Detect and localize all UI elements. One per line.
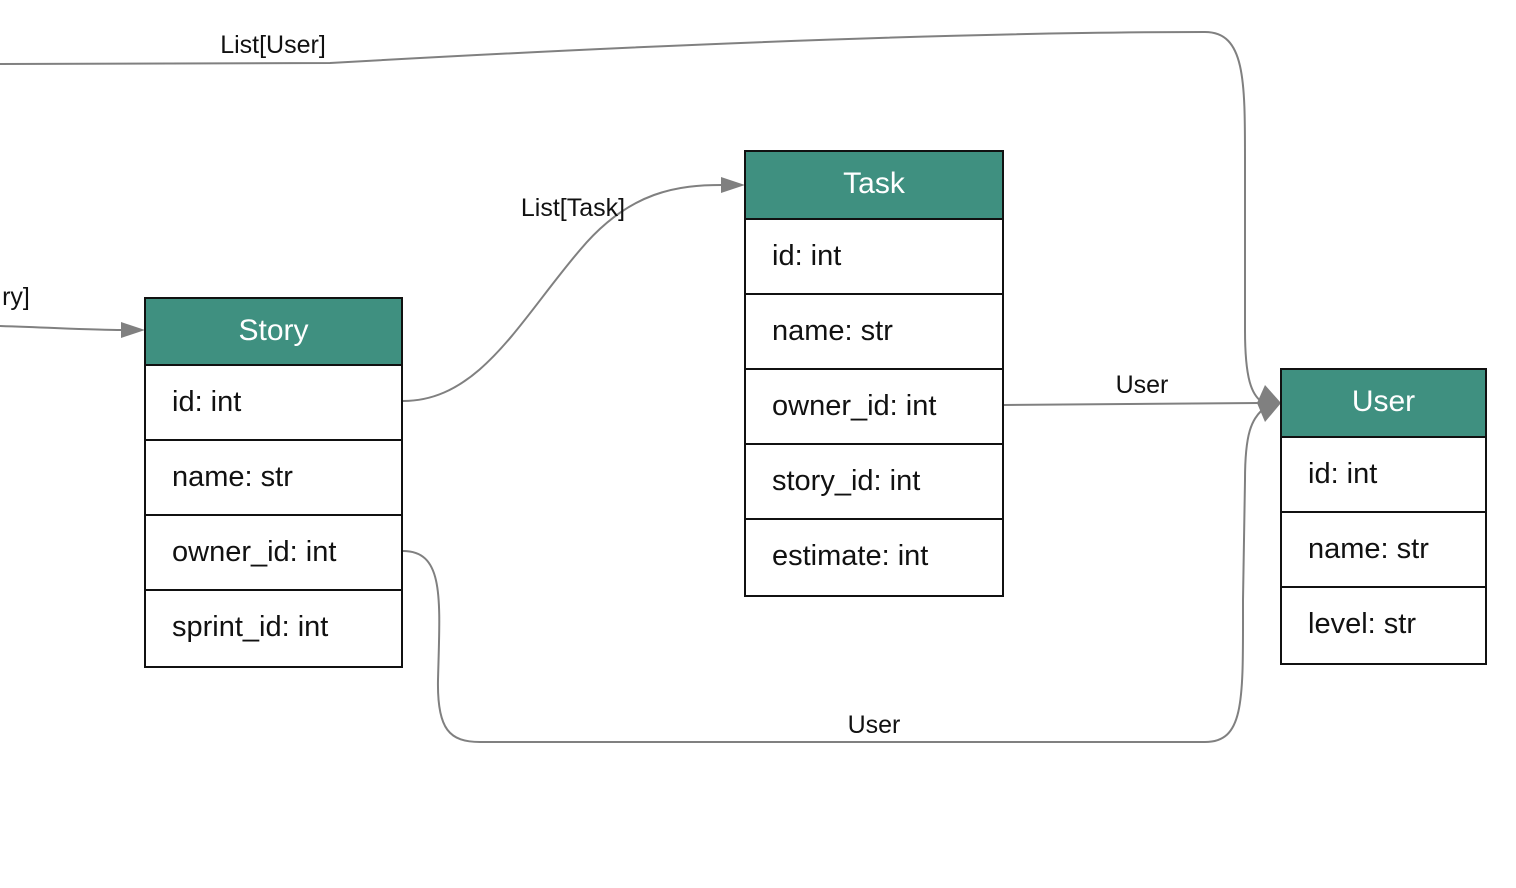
field-row: name: str — [1282, 513, 1485, 588]
field-row: story_id: int — [746, 445, 1002, 520]
edge-story-owner-user — [402, 409, 1263, 743]
table-header: User — [1282, 370, 1485, 438]
edge-list-task — [402, 184, 723, 402]
field-row: id: int — [1282, 438, 1485, 513]
field-row: owner_id: int — [746, 370, 1002, 445]
edge-list-story — [0, 325, 123, 331]
edge-label-task-owner: User — [1115, 371, 1169, 399]
arrowhead-icon — [121, 322, 145, 338]
field-row: name: str — [146, 441, 401, 516]
arrowhead-icon — [721, 177, 745, 193]
table-header: Story — [146, 299, 401, 366]
arrowhead-icon — [1257, 385, 1281, 422]
table-story[interactable]: Story id: int name: str owner_id: int sp… — [144, 297, 403, 668]
edge-task-owner-user — [1003, 402, 1261, 406]
table-user[interactable]: User id: int name: str level: str — [1280, 368, 1487, 665]
table-header: Task — [746, 152, 1002, 220]
field-row: estimate: int — [772, 540, 929, 572]
edge-list-user — [0, 30, 1263, 403]
edge-label-story-owner: User — [847, 711, 901, 739]
field-row: level: str — [1308, 608, 1416, 640]
edge-label-list-user: List[User] — [220, 31, 326, 59]
edge-label-list-story: ry] — [2, 283, 30, 311]
field-row: id: int — [146, 366, 401, 441]
field-row: owner_id: int — [146, 516, 401, 591]
field-row: sprint_id: int — [172, 611, 329, 643]
edge-label-list-task: List[Task] — [520, 194, 626, 222]
field-row: name: str — [746, 295, 1002, 370]
table-task[interactable]: Task id: int name: str owner_id: int sto… — [744, 150, 1004, 597]
field-row: id: int — [746, 220, 1002, 295]
